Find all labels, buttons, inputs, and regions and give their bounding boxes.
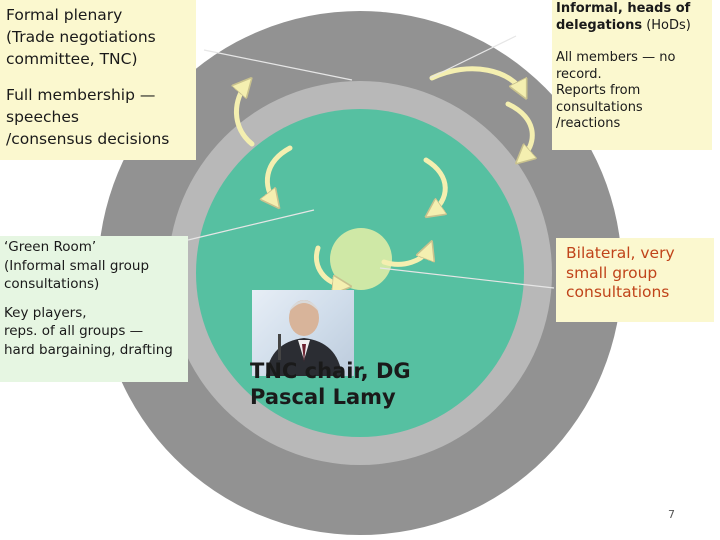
green-room-desc-line3: hard bargaining, drafting [4,341,184,360]
bilateral-line1: Bilateral, very [566,244,704,264]
plenary-title: Formal plenary [6,4,190,26]
green-room-desc-line2: reps. of all groups — [4,322,184,341]
hods-desc-line1: All members — no [556,50,708,67]
plenary-subtitle-line2: committee, TNC) [6,48,190,70]
green-room-subtitle-line2: consultations) [4,275,184,294]
bilateral-line3: consultations [566,283,704,303]
plenary-desc-line3: /consensus decisions [6,128,190,150]
green-room-title: ‘Green Room’ [4,238,184,257]
hods-title-bold: delegations [556,18,642,33]
tnc-chair-line2: Pascal Lamy [250,384,490,410]
tnc-chair-line1: TNC chair, DG [250,358,490,384]
callout-green-room: ‘Green Room’ (Informal small group consu… [0,236,188,382]
callout-formal-plenary: Formal plenary (Trade negotiations commi… [0,0,196,160]
callout-bilateral: Bilateral, very small group consultation… [556,238,714,322]
tnc-chair-label: TNC chair, DG Pascal Lamy [250,358,490,410]
hods-title-line1: Informal, heads of [556,1,708,18]
hods-desc-line3: Reports from [556,83,708,100]
plenary-subtitle-line1: (Trade negotiations [6,26,190,48]
bilateral-line2: small group [566,264,704,284]
hods-desc-line2: record. [556,67,708,84]
callout-heads-of-delegations: Informal, heads of delegations (HoDs) Al… [552,0,712,150]
hods-title-normal: (HoDs) [642,18,691,33]
hods-title-line2: delegations (HoDs) [556,18,708,35]
core-circle-bilateral [330,228,392,290]
hods-desc-line5: /reactions [556,116,708,133]
green-room-subtitle-line1: (Informal small group [4,257,184,276]
plenary-desc-line2: speeches [6,106,190,128]
plenary-desc-line1: Full membership — [6,84,190,106]
page-number: 7 [668,508,675,521]
green-room-desc-line1: Key players, [4,304,184,323]
hods-desc-line4: consultations [556,100,708,117]
